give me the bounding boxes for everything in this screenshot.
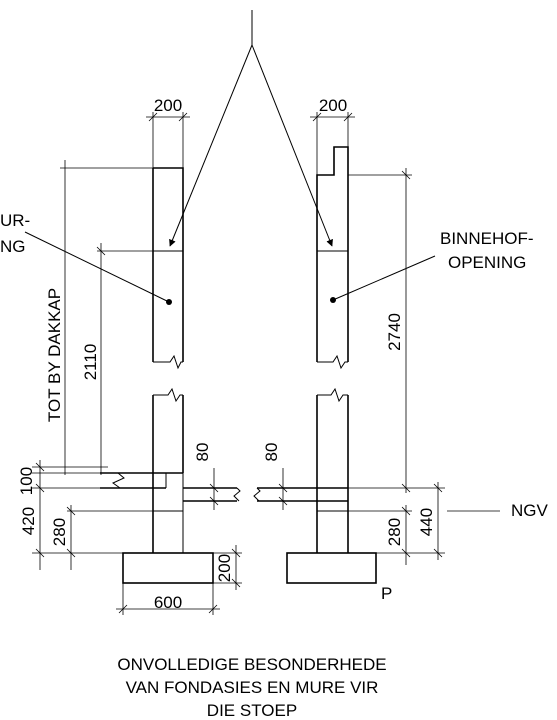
left-wall-top-break — [153, 354, 183, 370]
dim-200-footing: 200 — [215, 554, 234, 582]
dim-280-left: 280 — [50, 518, 69, 546]
dim-100: 100 — [17, 467, 36, 495]
dim-wall-right: 200 — [319, 96, 347, 115]
dim-80-right: 80 — [262, 443, 281, 462]
left-wall — [152, 167, 184, 553]
caption-line-1: ONVOLLEDIGE BESONDERHEDE — [117, 655, 386, 674]
right-opening-label-line2: OPENING — [448, 253, 526, 272]
right-footing — [286, 552, 377, 584]
left-wall-bottom-break — [153, 387, 183, 403]
right-wall — [316, 146, 349, 553]
right-opening-label-line1: BINNEHOF- — [440, 229, 534, 248]
right-wall-top-break — [317, 354, 348, 370]
dim-420: 420 — [19, 507, 38, 535]
left-footing — [122, 552, 214, 584]
dimension-lines — [32, 112, 500, 615]
right-wall-bottom-break — [317, 387, 348, 403]
caption-line-2: VAN FONDASIES EN MURE VIR — [126, 678, 379, 697]
dim-2110: 2110 — [81, 344, 100, 381]
dim-2740: 2740 — [385, 313, 404, 351]
dim-wall-left: 200 — [154, 96, 182, 115]
stoep-slab — [153, 473, 348, 553]
caption-line-3: DIE STOEP — [207, 701, 297, 720]
left-slab — [100, 472, 183, 489]
dim-440: 440 — [417, 508, 436, 536]
dim-80-left: 80 — [193, 443, 212, 462]
dim-280-right: 280 — [385, 518, 404, 546]
p-label: P — [381, 584, 392, 603]
left-opening-label-line2: NG — [0, 237, 26, 256]
left-opening-label-line1: UR- — [0, 211, 30, 230]
tot-by-dakkap-label: TOT BY DAKKAP — [45, 288, 64, 422]
opening-leader-arrows — [24, 10, 436, 303]
ngv-label: NGV — [511, 501, 549, 520]
dim-600: 600 — [154, 593, 182, 612]
